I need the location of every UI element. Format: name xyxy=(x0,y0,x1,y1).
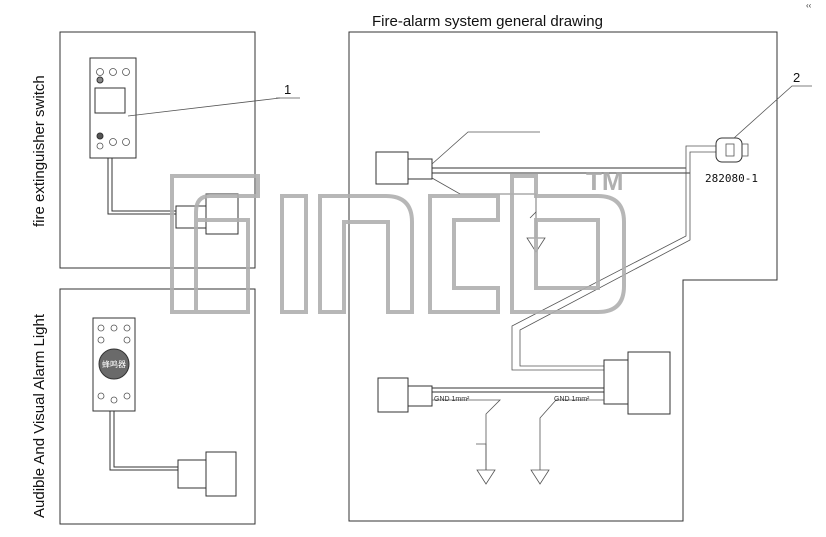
ground-symbol-2 xyxy=(476,469,496,485)
upper-harness-connector xyxy=(375,151,433,185)
alarm-light-panel: Audible And Visual Alarm Light 蜂鸣器 xyxy=(31,288,256,525)
panel-border-top-left xyxy=(59,31,256,269)
alarm-light-device: 蜂鸣器 xyxy=(92,317,136,412)
panel-border-bottom-left xyxy=(59,288,256,525)
connector-282080-1 xyxy=(715,137,749,163)
corner-mark: ‹‹ xyxy=(806,1,812,10)
alarm-buzzer-text: 蜂鸣器 xyxy=(102,359,126,369)
diagram-title: Fire-alarm system general drawing xyxy=(372,13,603,30)
watermark-tm: TM xyxy=(586,166,624,196)
watermark-logo: TM xyxy=(170,166,626,314)
lower-left-connector xyxy=(377,377,433,413)
fire-extinguisher-switch-panel: fire extinguisher switch 1 xyxy=(31,31,300,269)
switch-connector xyxy=(175,193,239,235)
extinguisher-switch-device xyxy=(89,57,137,159)
gnd-label-left: GND 1mm² xyxy=(434,396,470,403)
connector-part-number: 282080-1 xyxy=(705,172,758,185)
alarm-buzzer-button xyxy=(98,348,130,380)
alarm-light-connector xyxy=(177,451,237,497)
ground-symbol-3 xyxy=(530,469,550,485)
alarm-light-label: Audible And Visual Alarm Light xyxy=(31,313,48,518)
panel-border-right xyxy=(348,31,778,522)
lower-right-connector xyxy=(603,351,671,415)
gnd-label-right: GND 1mm² xyxy=(554,396,590,403)
general-drawing-panel: 282080-1 2 GND 1mm² GND 1mm² xyxy=(348,31,812,522)
callout-1: 1 xyxy=(284,82,291,97)
fire-extinguisher-switch-label: fire extinguisher switch xyxy=(31,75,48,227)
callout-2: 2 xyxy=(793,70,800,85)
